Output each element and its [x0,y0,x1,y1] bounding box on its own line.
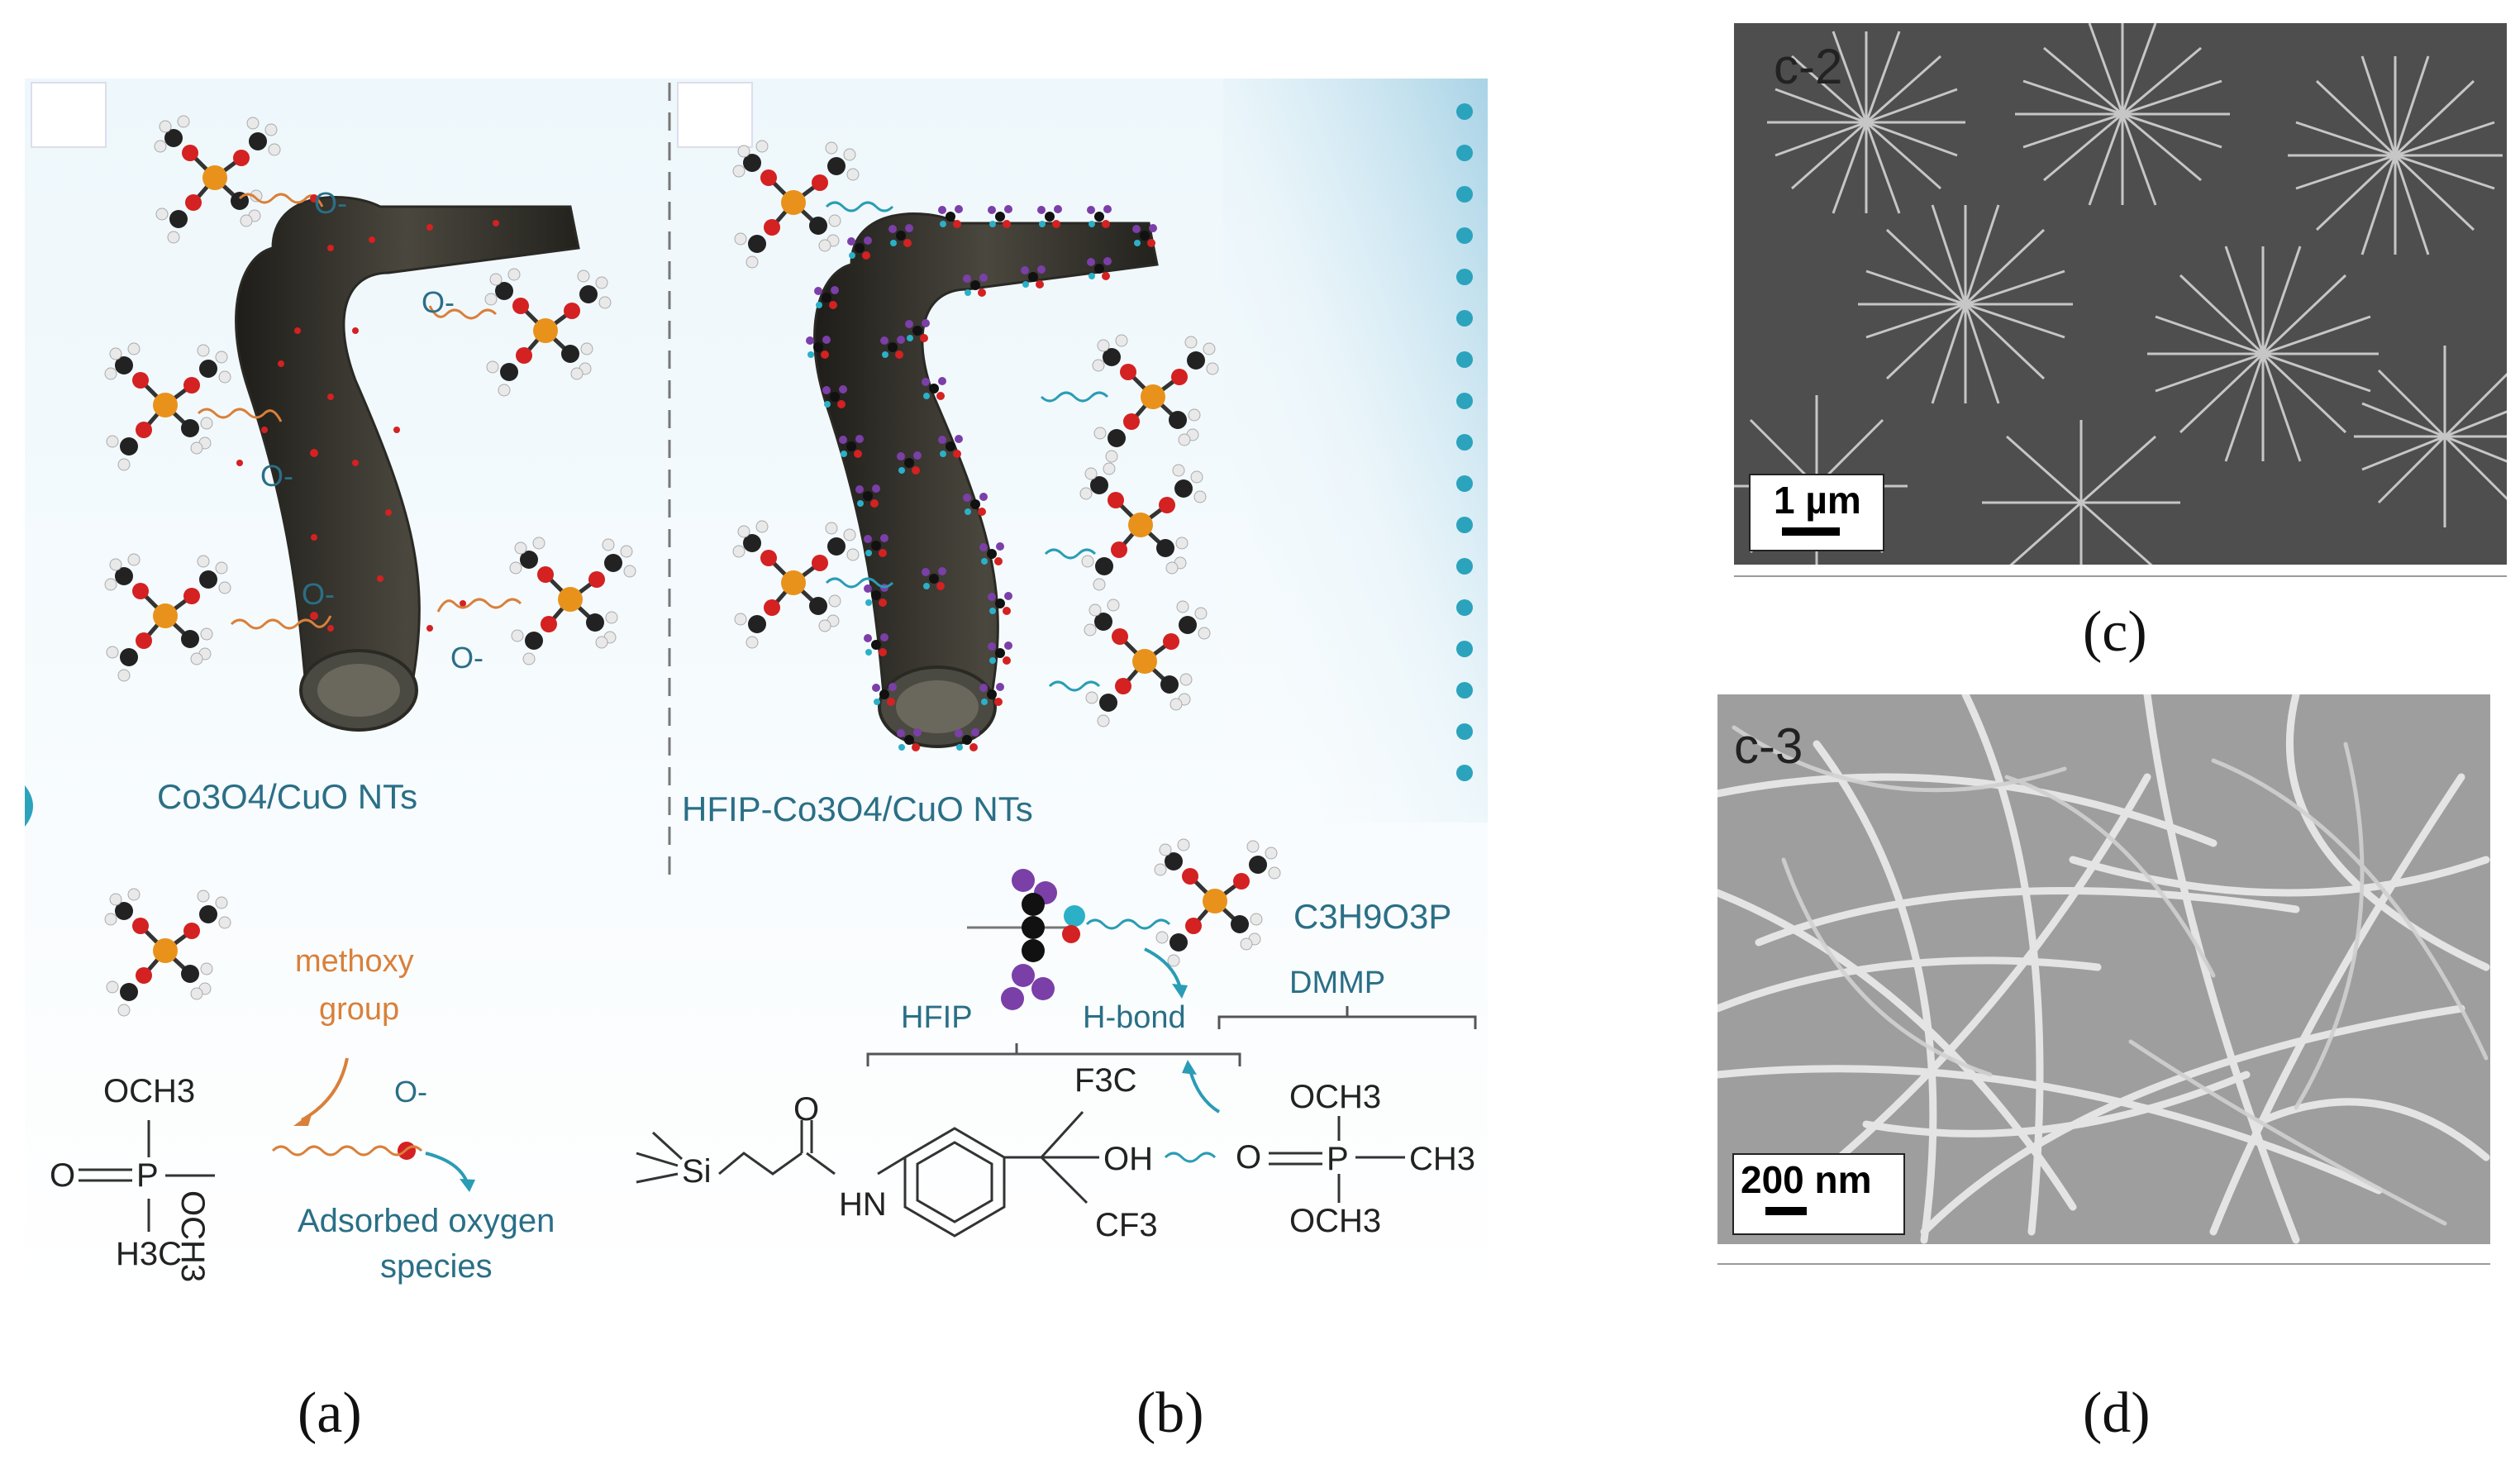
divider-c [1734,575,2507,577]
chem-och3: OCH3 [1289,1079,1382,1115]
hfip-linker-structure [636,1110,1099,1238]
chem-o: O [50,1157,76,1194]
scheme-artwork [25,79,1488,1238]
species-label: species [380,1248,493,1285]
chem-f3c: F3C [1074,1062,1137,1099]
nanotube-b [806,205,1159,751]
panel-label-c: (c) [2083,600,2147,664]
hbond-label: H-bond [1083,1000,1186,1035]
methoxy-label: methoxy [295,944,414,979]
dmmp-molecule-legend-a [105,889,231,1016]
sensor-electrode-pins [1456,103,1473,781]
panel-label-d: (d) [2083,1381,2151,1445]
chem-och3: OCH3 [1289,1203,1382,1239]
scale-bar-box-d [1732,1153,1905,1235]
adsorbed-oxygen-label: Adsorbed oxygen [298,1203,555,1239]
chem-cf3: CF3 [1095,1207,1158,1243]
oxygen-ion-label: O- [314,186,347,220]
chem-h3c: H3C [116,1236,183,1272]
panel-a-title: Co3O4/CuO NTs [157,777,418,816]
chem-p: P [136,1157,159,1194]
divider-d [1717,1263,2490,1265]
chem-och3-side: OCH3 [174,1190,211,1283]
panel-label-b: (b) [1136,1381,1204,1445]
dmmp-molecules-a [105,116,636,681]
chem-p-dmmp: P [1327,1141,1349,1177]
chem-o: O [793,1091,820,1128]
formula-label: C3H9O3P [1293,897,1452,936]
oxygen-ion-label: O- [422,285,455,319]
oxygen-ion-label: O- [260,459,293,493]
hfip-label: HFIP [901,1000,973,1035]
oxygen-ion-label: O- [450,641,484,675]
dmmp-molecule-legend-b [1155,839,1280,966]
chem-ch3: CH3 [1409,1141,1476,1177]
sem-tag-d: c-3 [1734,718,1803,774]
sem-image-d: c-3 200 nm [1717,694,2490,1244]
scale-bar-d [1765,1207,1807,1215]
oxygen-dots-a [310,194,318,620]
sem-image-c: c-2 1 µm [1734,23,2507,565]
scale-bar-c [1782,527,1840,536]
scale-label-c: 1 µm [1774,479,1861,522]
chem-och3: OCH3 [103,1073,196,1109]
oxygen-ion-label: O- [302,577,335,611]
chem-si: Si [682,1153,712,1190]
scale-bar-box-c [1749,474,1884,551]
panel-b-title: HFIP-Co3O4/CuO NTs [682,789,1033,828]
scale-label-d: 200 nm [1741,1158,1872,1201]
chem-o-dmmp: O [1236,1139,1262,1176]
dmmp-structure-b [1269,1116,1405,1203]
chem-oh: OH [1103,1141,1153,1177]
dmmp-label: DMMP [1289,966,1386,1000]
sem-tag-c: c-2 [1774,39,1843,94]
chem-hn: HN [839,1186,887,1223]
group-label: group [319,992,400,1027]
sem-texture-d [1717,694,2490,1244]
dmmp-molecules-b [733,141,1218,727]
nanotube-a [235,196,580,732]
panel-label-a: (a) [298,1381,362,1445]
oxygen-ion-label: O- [394,1075,427,1109]
